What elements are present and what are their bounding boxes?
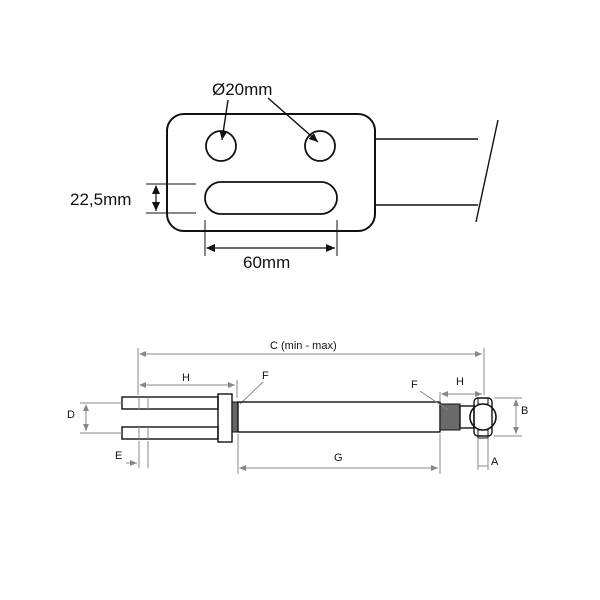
tube-end-collar: [439, 403, 461, 431]
dim-c-label: C (min - max): [270, 340, 337, 352]
dim-b-label: B: [521, 405, 528, 417]
rod-eye-pin-bottom: [477, 429, 489, 439]
slot-height-label: 22,5mm: [70, 190, 131, 209]
side-view: C (min - max) H F D E: [67, 340, 528, 474]
dim-d-label: D: [67, 409, 75, 421]
fork-prong-bottom: [121, 426, 219, 440]
rod-eye-pin-top: [477, 397, 489, 405]
diameter-leader-right: [267, 97, 319, 143]
dim-g-label: G: [334, 452, 343, 464]
tube: [237, 401, 441, 433]
fork-collar: [231, 401, 239, 433]
slot: [204, 181, 338, 215]
dim-h-left-label: H: [182, 372, 190, 384]
diameter-leader-left: [219, 99, 229, 141]
hole-diameter-label: Ø20mm: [212, 80, 272, 99]
label-f-right: F: [411, 379, 418, 391]
hole-right: [304, 130, 336, 162]
fork-body: [217, 393, 233, 443]
label-f-left: F: [262, 370, 269, 382]
fork-prong-top: [121, 396, 219, 410]
dim-a-label: A: [491, 456, 499, 468]
leader-f-left: [239, 381, 264, 405]
slot-length-label: 60mm: [243, 253, 290, 272]
break-line: [475, 119, 499, 223]
hole-left: [205, 130, 237, 162]
drawbar-plate: [166, 113, 376, 232]
leader-f-right: [419, 390, 449, 411]
dim-e-label: E: [115, 450, 122, 462]
dim-h-right-label: H: [456, 376, 464, 388]
top-view: Ø20mm 22,5mm 60mm: [70, 80, 499, 272]
